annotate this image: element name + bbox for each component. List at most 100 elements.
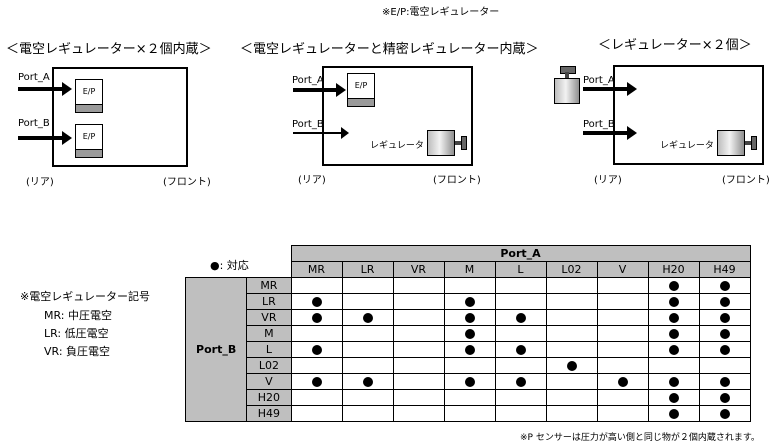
config3-port-a-arrow <box>583 82 637 96</box>
table-row: L <box>186 341 751 358</box>
table-cell <box>545 405 598 422</box>
table-row: V <box>186 373 751 390</box>
config3-ext-regulator-stem <box>565 72 569 78</box>
table-cell <box>545 389 598 406</box>
row-header-m: M <box>246 325 292 342</box>
table-cell <box>290 389 343 406</box>
support-dot <box>311 297 322 307</box>
config1-rear-label: (リア) <box>26 177 54 188</box>
support-legend: ●: 対応 <box>210 259 249 272</box>
support-dot <box>719 345 730 355</box>
table-row: M <box>186 325 751 342</box>
table-cell <box>698 341 751 358</box>
table-cell <box>290 373 343 390</box>
support-dot <box>719 329 730 339</box>
table-cell <box>290 357 343 374</box>
regulator-symbol-title: ※電空レギュレーター記号 <box>20 290 150 303</box>
table-cell <box>443 293 496 310</box>
config2-regulator-icon <box>427 130 455 156</box>
table-cell <box>647 293 700 310</box>
port-b-header: Port_B <box>184 277 248 422</box>
support-dot <box>668 377 679 387</box>
table-cell <box>443 389 496 406</box>
table-cell <box>647 373 700 390</box>
table-cell <box>443 357 496 374</box>
table-cell <box>341 325 394 342</box>
table-row: VR <box>186 309 751 326</box>
config2-port-b-arrow <box>293 127 349 139</box>
column-header-vr: VR <box>392 261 445 278</box>
row-header-l: L <box>246 341 292 358</box>
ep-note: ※E/P:電空レギュレーター <box>382 7 500 18</box>
support-dot <box>719 393 730 403</box>
column-header-l02: L02 <box>545 261 598 278</box>
config2-regulator-label: レギュレータ <box>370 141 424 151</box>
column-header-h20: H20 <box>647 261 700 278</box>
config3-front-label: (フロント) <box>722 175 770 186</box>
table-cell <box>494 325 547 342</box>
support-dot <box>464 345 475 355</box>
table-cell <box>545 277 598 294</box>
table-cell <box>596 373 649 390</box>
table-cell <box>596 309 649 326</box>
column-header-m: M <box>443 261 496 278</box>
config3-housing <box>613 65 764 165</box>
support-dot <box>719 297 730 307</box>
config3-port-a-label: Port_A <box>583 75 615 86</box>
table-cell <box>698 325 751 342</box>
config1-ep-a-base <box>76 104 102 112</box>
table-cell <box>647 277 700 294</box>
table-corner <box>186 246 292 262</box>
row-header-v: V <box>246 373 292 390</box>
table-cell <box>341 357 394 374</box>
table-cell <box>494 405 547 422</box>
table-corner-2 <box>186 262 292 278</box>
table-cell <box>392 389 445 406</box>
table-row: L02 <box>186 357 751 374</box>
config1-housing <box>52 67 188 167</box>
config3-title: ＜レギュレーター×２個＞ <box>598 38 752 53</box>
config3-ext-regulator-icon <box>554 78 580 104</box>
support-dot <box>719 377 730 387</box>
config1-ep-b-base <box>76 149 102 157</box>
config2-regulator-stem <box>455 141 461 145</box>
legend-item-mr: MR: 中圧電空 <box>44 309 112 322</box>
config2-ep-a: E/P <box>347 73 375 107</box>
table-cell <box>443 309 496 326</box>
table-header-row-port-a: Port_A <box>186 245 751 262</box>
table-cell <box>290 341 343 358</box>
config3-regulator-label: レギュレータ <box>660 141 714 151</box>
table-cell <box>545 325 598 342</box>
table-cell <box>392 373 445 390</box>
support-dot <box>668 313 679 323</box>
legend-item-vr: VR: 負圧電空 <box>44 345 111 358</box>
table-cell <box>341 293 394 310</box>
row-header-l02: L02 <box>246 357 292 374</box>
table-cell <box>545 293 598 310</box>
table-cell <box>545 357 598 374</box>
table-cell <box>443 405 496 422</box>
support-dot <box>719 281 730 291</box>
table-cell <box>596 293 649 310</box>
config2-rear-label: (リア) <box>298 175 326 186</box>
table-cell <box>290 277 343 294</box>
table-cell <box>392 341 445 358</box>
support-dot <box>515 377 526 387</box>
support-dot <box>311 313 322 323</box>
support-dot <box>617 377 628 387</box>
config1-port-b-arrow <box>18 131 72 145</box>
support-dot <box>311 377 322 387</box>
table-cell <box>443 341 496 358</box>
config1-ep-b-label: E/P <box>82 132 96 141</box>
config3-regulator-icon <box>717 130 745 156</box>
table-cell <box>596 341 649 358</box>
table-cell <box>341 277 394 294</box>
config2-regulator-knob <box>461 136 467 150</box>
table-cell <box>596 277 649 294</box>
table-cell <box>698 277 751 294</box>
column-header-h49: H49 <box>698 261 751 278</box>
row-header-mr: MR <box>246 277 292 294</box>
support-dot <box>719 313 730 323</box>
config2-front-label: (フロント) <box>433 175 481 186</box>
